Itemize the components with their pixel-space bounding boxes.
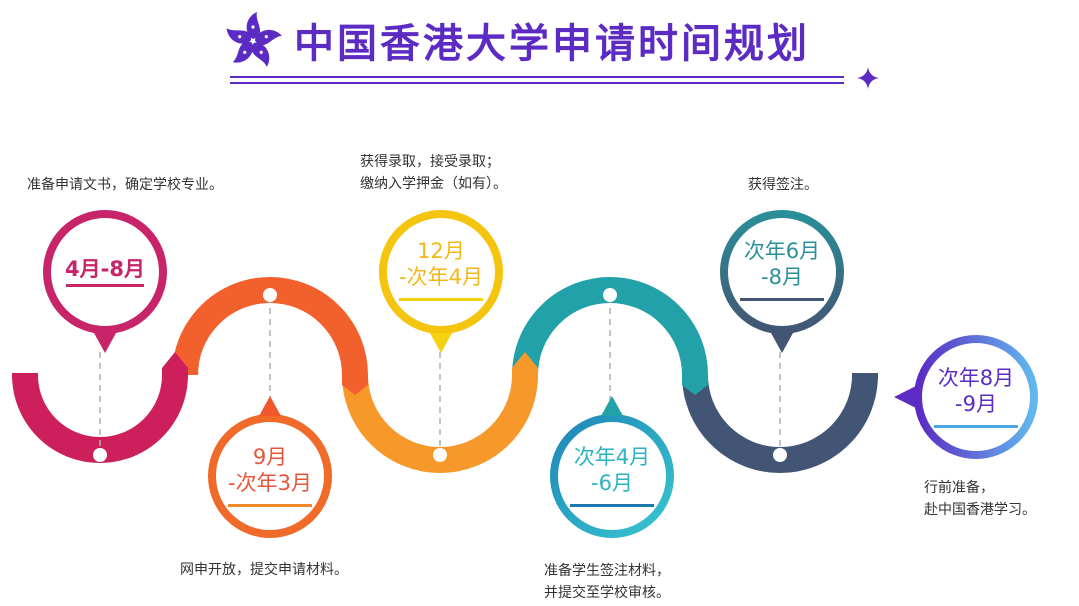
badge-ring-1 <box>43 210 167 353</box>
description-line: 缴纳入学押金（如有）。 <box>360 176 507 192</box>
period-label-line1: 次年4月 <box>573 445 651 469</box>
period-label-line2: -9月 <box>955 392 997 416</box>
timeline-description-1: 准备申请文书，确定学校专业。 <box>27 174 223 196</box>
timeline-badge-6: 次年8月 -9月 <box>926 365 1026 428</box>
timeline-description-5: 获得签注。 <box>748 174 818 196</box>
page-title: 中国香港大学申请时间规划 <box>294 21 810 67</box>
underline <box>66 284 144 287</box>
period-label-line2: -8月 <box>761 265 803 289</box>
bauhinia-flower-icon <box>226 12 282 67</box>
timeline-description-4: 准备学生签注材料， 并提交至学校审核。 <box>544 560 670 604</box>
description-line: 行前准备， <box>924 480 994 496</box>
timeline-badge-1: 4月-8月 <box>55 256 155 287</box>
underline <box>399 298 483 301</box>
period-label: 4月-8月 <box>65 257 145 281</box>
timeline-description-2: 网申开放，提交申请材料。 <box>180 559 348 581</box>
sparkle-icon <box>857 67 879 89</box>
underline <box>740 298 824 301</box>
description-line: 准备学生签注材料， <box>544 563 670 579</box>
description-line: 准备申请文书，确定学校专业。 <box>27 177 223 193</box>
underline <box>934 425 1018 428</box>
underline <box>228 504 312 507</box>
period-label-line2: -6月 <box>591 471 633 495</box>
timeline-badge-2: 9月 -次年3月 <box>220 444 320 507</box>
timeline-description-6: 行前准备， 赴中国香港学习。 <box>924 477 1036 521</box>
period-label-line1: 12月 <box>417 239 465 263</box>
description-line: 赴中国香港学习。 <box>924 502 1036 518</box>
period-label-line2: -次年3月 <box>228 471 312 495</box>
description-line: 并提交至学校审核。 <box>544 585 670 601</box>
description-line: 网申开放，提交申请材料。 <box>180 562 348 578</box>
timeline-badge-3: 12月 -次年4月 <box>391 238 491 301</box>
header: 中国香港大学申请时间规划 <box>222 6 862 86</box>
timeline-description-3: 获得录取，接受录取； 缴纳入学押金（如有）。 <box>360 151 507 195</box>
underline <box>570 504 654 507</box>
description-line: 获得签注。 <box>748 177 818 193</box>
period-label-line1: 次年6月 <box>743 239 821 263</box>
period-label-line1: 9月 <box>252 445 288 469</box>
timeline-badge-5: 次年6月 -8月 <box>732 238 832 301</box>
timeline-badge-4: 次年4月 -6月 <box>562 444 662 507</box>
period-label-line1: 次年8月 <box>937 366 1015 390</box>
description-line: 获得录取，接受录取； <box>360 154 500 170</box>
period-label-line2: -次年4月 <box>399 265 483 289</box>
title-underline <box>230 76 844 84</box>
